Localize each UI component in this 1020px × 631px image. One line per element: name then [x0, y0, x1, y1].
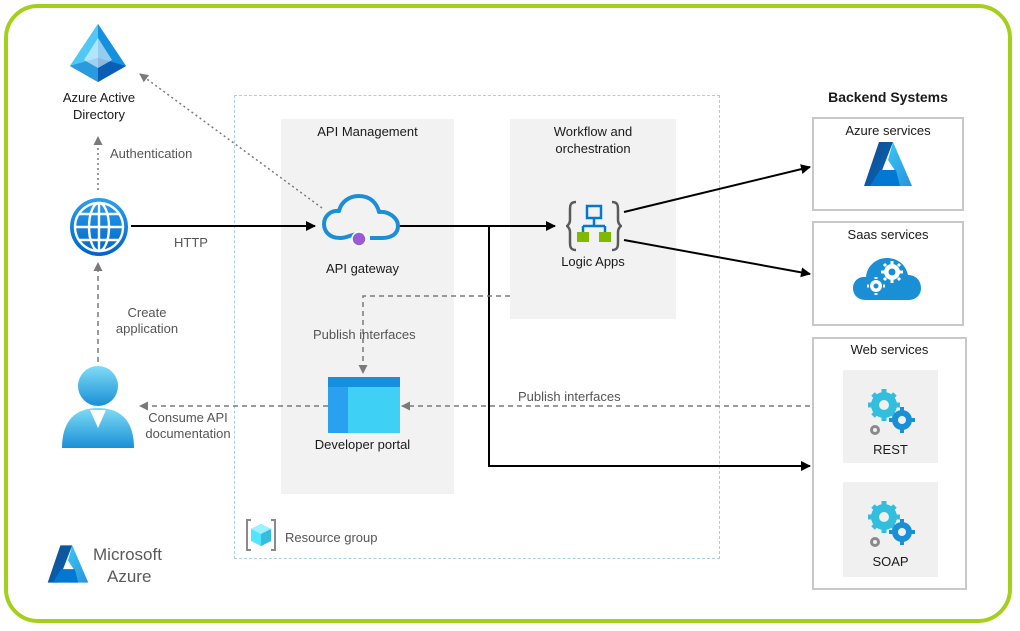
aad-label-line2: Directory: [72, 107, 125, 122]
http-label: HTTP: [174, 235, 208, 250]
saas-cloud-gears-icon: [853, 258, 921, 300]
azure-services-label: Azure services: [845, 123, 931, 138]
edge-logicapps-saas: [623, 239, 811, 278]
edge-gateway-aad: [139, 73, 323, 209]
logic-apps-label: Logic Apps: [561, 254, 625, 269]
microsoft-azure-logo-icon: [47, 545, 89, 583]
edge-logicapps-azure: [623, 164, 811, 213]
soap-label: SOAP: [872, 554, 909, 569]
azure-logo-icon: [864, 142, 912, 186]
logic-apps-icon: [566, 200, 622, 252]
azure-services-box: [812, 117, 964, 211]
saas-services-label: Saas services: [847, 227, 929, 242]
diagram-frame: [4, 4, 1012, 623]
api-gateway-label: API gateway: [326, 261, 399, 276]
aad-label-line1: Azure Active: [62, 90, 136, 105]
rest-label: REST: [873, 442, 908, 457]
resource-group-icon: [246, 519, 276, 551]
authentication-label: Authentication: [110, 146, 193, 161]
edge-publish-left: [358, 295, 510, 374]
publish-interfaces-left-label: Publish interfaces: [313, 327, 416, 342]
developer-portal-icon: [328, 377, 400, 433]
soap-tile: [843, 482, 938, 577]
developer-portal-label: Developer portal: [314, 437, 411, 452]
edge-gateway-web-services: [488, 226, 811, 471]
consume-line1: Consume API: [148, 410, 228, 425]
user-icon: [62, 366, 134, 448]
web-services-label: Web services: [850, 342, 929, 357]
workflow-title-line2: orchestration: [555, 141, 631, 156]
create-application-line2: application: [115, 321, 179, 336]
api-management-title: API Management: [317, 124, 418, 139]
microsoft-logo-line2: Azure: [107, 567, 152, 586]
azure-ad-icon: [70, 24, 126, 82]
globe-icon: [70, 198, 128, 256]
backend-systems-title: Backend Systems: [828, 89, 948, 105]
publish-interfaces-right-label: Publish interfaces: [518, 389, 621, 404]
workflow-title-line1: Workflow and: [553, 124, 633, 139]
rest-tile: [843, 370, 938, 463]
consume-line2: documentation: [145, 426, 231, 441]
create-application-line1: Create: [127, 305, 167, 320]
soap-gears-icon: [868, 501, 915, 547]
resource-group-label: Resource group: [285, 530, 378, 545]
resource-group-boundary: [234, 95, 720, 559]
microsoft-logo-line1: Microsoft: [93, 545, 162, 564]
cloud-gateway-icon: [322, 194, 400, 247]
rest-gears-icon: [868, 389, 915, 435]
